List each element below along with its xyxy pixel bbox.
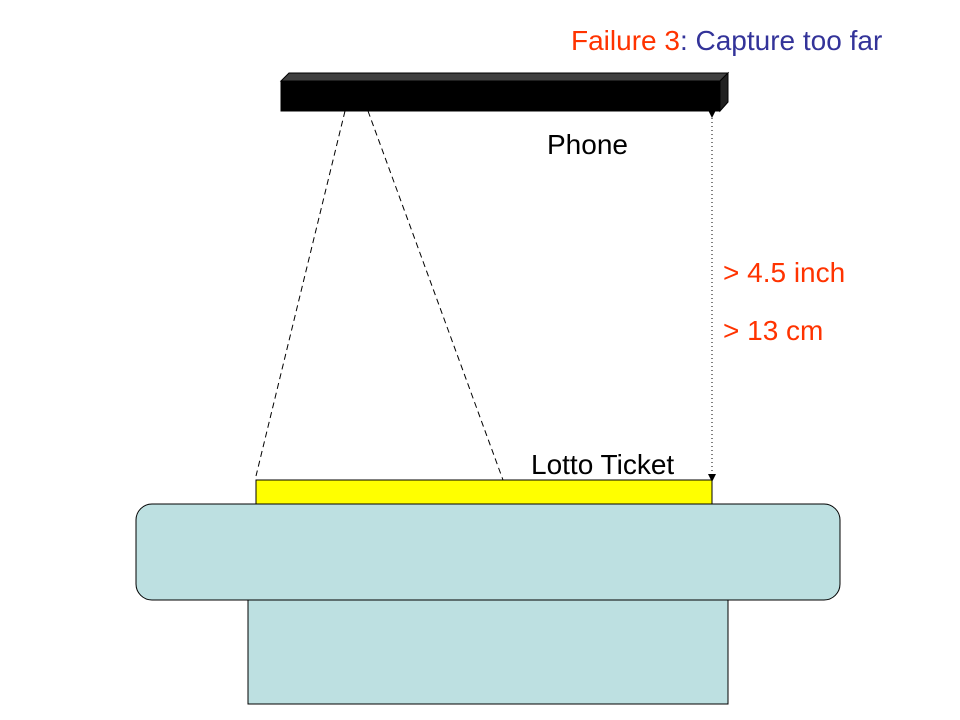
distance-cm-label: > 13 cm <box>723 315 824 346</box>
view-cone-left-line <box>255 110 346 477</box>
distance-inch-label: > 4.5 inch <box>723 257 846 288</box>
table-base <box>247 599 729 705</box>
phone-device <box>279 71 730 113</box>
title-prefix: Failure 3 <box>571 25 680 56</box>
title-text: Capture too far <box>687 25 883 56</box>
slide-title: Failure 3: Capture too far <box>571 24 882 58</box>
lotto-ticket <box>255 479 713 505</box>
title-separator: : <box>679 25 688 56</box>
lotto-ticket-label: Lotto Ticket <box>531 449 675 480</box>
view-cone-right-line <box>367 110 504 481</box>
table-top <box>135 503 841 601</box>
phone-label: Phone <box>547 129 628 160</box>
